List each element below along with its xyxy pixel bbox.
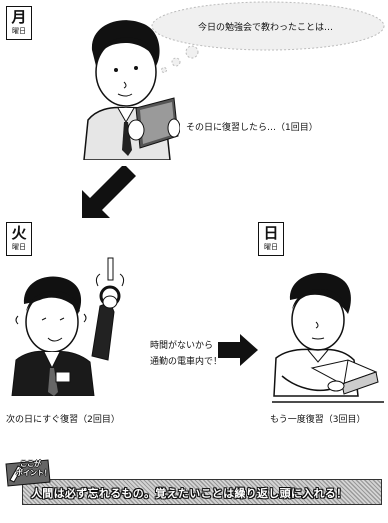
day-kanji: 日 — [263, 224, 279, 242]
day-kanji: 月 — [11, 8, 27, 26]
day-box-sunday: 日 曜日 — [258, 222, 284, 256]
badge-line-1: ここが — [20, 460, 41, 468]
day-kanji: 火 — [11, 224, 27, 242]
key-point-banner: 人間は必ず忘れるもの。覚えたいことは繰り返し頭に入れる！ — [22, 479, 382, 505]
day-label: 曜日 — [264, 243, 278, 251]
thought-bubble — [151, 1, 385, 73]
day-label: 曜日 — [12, 27, 26, 35]
badge-line-2: ポイント！ — [16, 469, 51, 477]
person-reading-book — [83, 20, 180, 160]
day-box-tuesday: 火 曜日 — [6, 222, 32, 256]
person-studying-at-desk — [272, 272, 384, 403]
pencil-badge-icon — [5, 459, 51, 487]
right-arrow-icon — [218, 334, 258, 366]
caption-tuesday: 次の日にすぐ復習（2回目） — [6, 415, 120, 425]
day-box-monday: 月 曜日 — [6, 6, 32, 40]
bubble-text: 今日の勉強会で教わったことは… — [198, 23, 334, 33]
down-left-arrow-icon — [82, 166, 136, 218]
key-point-text: 人間は必ず忘れるもの。覚えたいことは繰り返し頭に入れる！ — [31, 487, 348, 500]
caption-monday: その日に復習したら…（1回目） — [186, 123, 318, 133]
day-label: 曜日 — [12, 243, 26, 251]
person-holding-strap — [11, 257, 125, 396]
speech-line-2: 通勤の電車内で！ — [150, 357, 223, 367]
caption-sunday: もう一度復習（3回目） — [270, 415, 366, 425]
speech-line-1: 時間がないから — [150, 341, 214, 351]
